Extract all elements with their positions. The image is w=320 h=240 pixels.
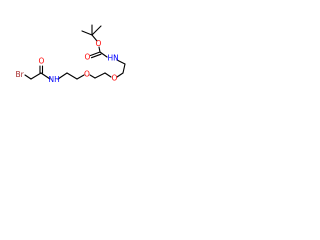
- atom-oxygen-carbonyl-left: O: [39, 57, 45, 66]
- atom-carbamate-nh: HN: [108, 54, 119, 63]
- bond-carbonyl-nh: [40, 72, 51, 80]
- atom-oxygen-carbonyl-right: O: [85, 53, 91, 62]
- bond-ch2-carbonyl: [30, 72, 42, 80]
- bond-ch2-o1: [76, 74, 85, 80]
- atom-ether-oxygen-2: O: [112, 74, 118, 83]
- atom-bromine: Br: [16, 70, 25, 79]
- bond-hn-carbamate: [99, 51, 108, 58]
- atom-amide-nh-left: NH: [49, 75, 60, 84]
- bond-ch2-hn: [116, 59, 126, 65]
- bond-carbamate-o-right-2: [90, 53, 102, 59]
- chemical-structure-diagram: Br O NH O O HN O O: [16, 24, 126, 84]
- bond-ch2-ch2-b: [94, 72, 106, 79]
- bond-carbamate-o-right-1: [89, 51, 101, 57]
- bonds: [24, 24, 126, 80]
- bond-ch2-o2: [104, 72, 112, 78]
- bond-ch2-ch2-c: [122, 63, 126, 74]
- bond-o-ester-tbu: [91, 34, 98, 42]
- bond-ch2-ch2-a: [66, 72, 78, 80]
- bond-tbu-methyl-1: [81, 30, 93, 36]
- atom-labels: Br O NH O O HN O O: [16, 39, 119, 84]
- bond-o1-ch2: [89, 74, 96, 79]
- bond-carbamate-o-ester: [98, 46, 101, 53]
- bond-o2-ch2: [116, 72, 124, 78]
- atom-ether-oxygen-1: O: [84, 70, 90, 79]
- bond-nh-ch2: [57, 72, 68, 80]
- atom-oxygen-ester: O: [96, 39, 102, 48]
- bond-tbu-methyl-3: [91, 25, 102, 36]
- bond-br-ch2: [24, 74, 32, 80]
